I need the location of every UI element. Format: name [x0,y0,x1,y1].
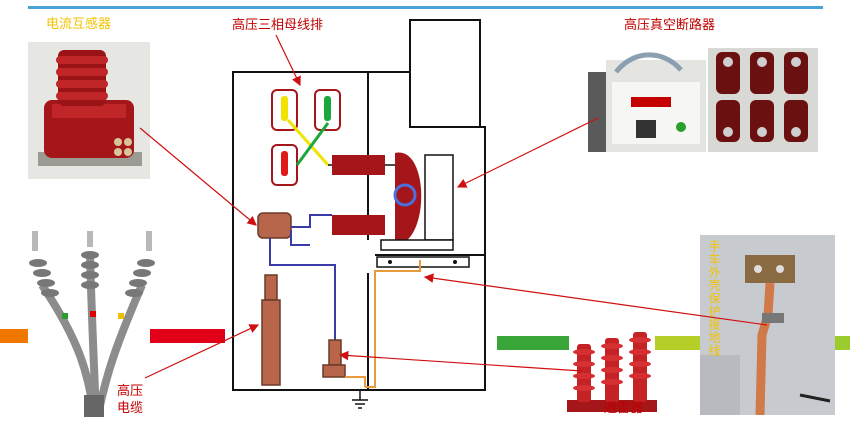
grounding-photo [700,235,835,415]
ground-wire-label: 手车外壳保护接地线 [707,240,721,357]
arrester-label: 避雷器 [604,401,644,416]
current-transformer-photo [28,42,150,179]
orange-bar [0,329,28,343]
light-green-bar [835,336,850,350]
top-rule [28,6,823,9]
busbar-label: 高压三相母线排 [232,18,324,33]
breaker-leader [456,117,599,188]
cable-termination-photo [22,225,167,420]
ground-line-2: 外壳 [707,266,721,292]
vacuum-breaker-label: 高压真空断路器 [624,18,716,33]
cable-label-line1: 高压 [117,384,144,399]
ground-symbol-icon [352,390,368,409]
cable-label: 高压 电缆 [117,383,143,417]
green-bar [497,336,569,350]
cable-label-line2: 电缆 [117,401,144,416]
ct-block [257,212,292,239]
ground-line-5: 线 [707,344,721,357]
ct-leader [139,127,257,226]
cable-leader [144,324,260,379]
ground-line-4: 接地 [707,318,721,344]
yellow-green-bar [655,336,700,350]
current-transformer-label: 电流互感器 [46,17,112,32]
arrester-leader [338,350,583,372]
ground-line-3: 保护 [707,292,721,318]
vacuum-breaker-photo [586,42,826,162]
surge-arrester-photo [565,330,660,415]
busbar-leader [275,34,301,87]
cabinet-schematic [232,19,486,409]
red-bar [150,329,225,343]
ground-leader [423,273,768,326]
ground-line-1: 手车 [707,240,721,266]
